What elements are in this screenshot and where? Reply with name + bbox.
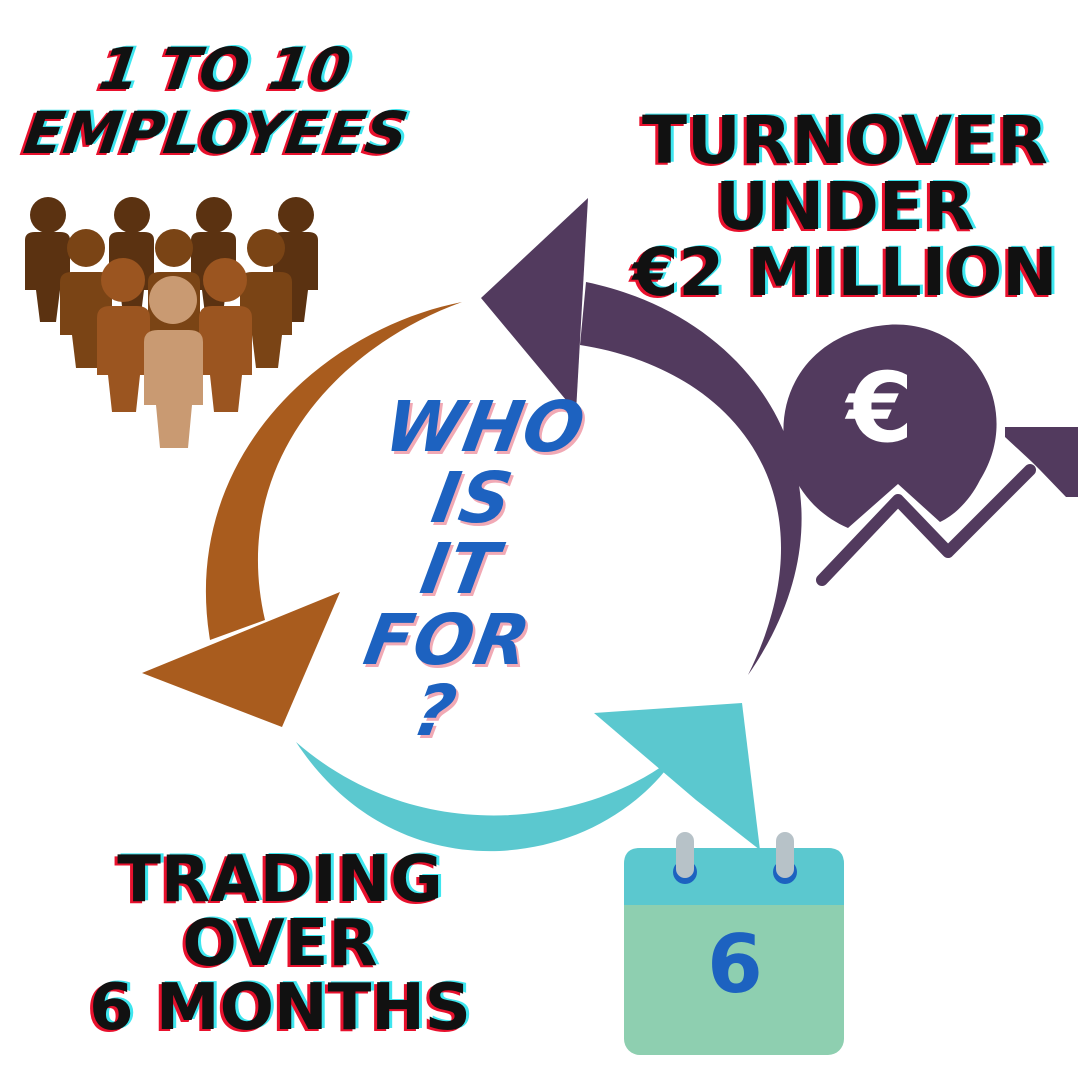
question-mark: ? (407, 670, 464, 752)
calendar-icon (624, 832, 844, 1055)
question-word-3: IT (414, 528, 506, 610)
employees-headline: 1 TO 10 EMPLOYEES (0, 35, 449, 168)
turnover-headline: TURNOVER UNDER €2 MILLION (615, 108, 1075, 306)
trend-up-arrow-icon (811, 427, 1078, 591)
teal-cycle-arrow (296, 703, 760, 852)
euro-coin-icon (783, 324, 997, 528)
employees-line-1: 1 TO 10 (94, 35, 355, 103)
question-word-2: IS (426, 457, 520, 539)
question-word-1: WHO (378, 386, 592, 468)
turnover-line-1: TURNOVER (642, 102, 1048, 179)
orange-cycle-arrow (142, 302, 462, 727)
people-group-icon (25, 197, 318, 448)
trading-line-2: OVER (182, 907, 378, 981)
trading-line-1: TRADING (117, 843, 443, 917)
turnover-line-3: €2 MILLION (632, 234, 1058, 311)
question-word-4: FOR (358, 599, 537, 681)
purple-cycle-arrow (481, 198, 802, 675)
trading-headline: TRADING OVER 6 MONTHS (60, 848, 500, 1040)
calendar-number: 6 (707, 918, 763, 1011)
trading-line-3: 6 MONTHS (89, 971, 471, 1045)
employees-line-2: EMPLOYEES (19, 99, 413, 167)
euro-symbol: € (846, 352, 914, 464)
turnover-line-2: UNDER (715, 168, 975, 245)
